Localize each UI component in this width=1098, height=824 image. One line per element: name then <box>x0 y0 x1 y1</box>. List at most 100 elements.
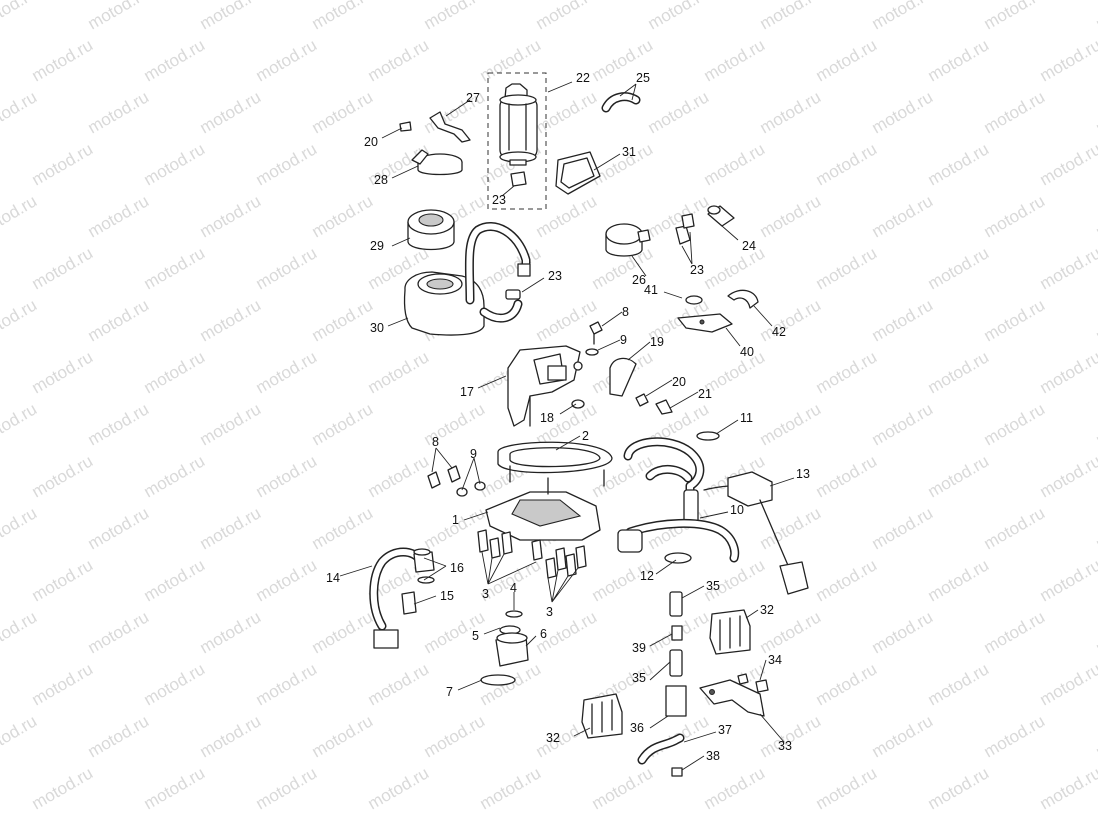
callout-3-right: 3 <box>546 605 553 619</box>
watermark-text: motod.ru <box>197 191 265 241</box>
watermark-text: motod.ru <box>365 659 433 709</box>
watermark-text: motod.ru <box>1093 711 1098 761</box>
watermark-text: motod.ru <box>29 35 97 85</box>
watermark-text: motod.ru <box>1037 659 1098 709</box>
watermark-text: motod.ru <box>309 0 377 33</box>
watermark-text: motod.ru <box>1037 451 1098 501</box>
watermark-text: motod.ru <box>869 191 937 241</box>
callout-31: 31 <box>622 145 636 159</box>
watermark-text: motod.ru <box>757 711 825 761</box>
watermark-text: motod.ru <box>757 503 825 553</box>
watermark-text: motod.ru <box>29 243 97 293</box>
watermark-text: motod.ru <box>253 555 321 605</box>
watermark-text: motod.ru <box>533 87 601 137</box>
callout-18: 18 <box>540 411 554 425</box>
callout-40: 40 <box>740 345 754 359</box>
callout-5: 5 <box>472 629 479 643</box>
watermark-text: motod.ru <box>813 243 881 293</box>
watermark-text: motod.ru <box>253 451 321 501</box>
callout-3-left: 3 <box>482 587 489 601</box>
plate-40 <box>677 289 759 333</box>
callout-20-upper: 20 <box>364 135 378 149</box>
watermark-text: motod.ru <box>197 295 265 345</box>
watermark-text: motod.ru <box>701 139 769 189</box>
watermark-text: motod.ru <box>869 607 937 657</box>
watermark-text: motod.ru <box>0 503 40 553</box>
watermark-text: motod.ru <box>981 711 1049 761</box>
harness-10 <box>617 437 753 563</box>
gasket-2 <box>497 441 613 487</box>
filter-26 <box>605 223 651 257</box>
watermark-text: motod.ru <box>981 0 1049 33</box>
watermark-text: motod.ru <box>981 295 1049 345</box>
watermark-text: motod.ru <box>197 0 265 33</box>
watermark-text: motod.ru <box>141 763 209 813</box>
watermark-text: motod.ru <box>309 191 377 241</box>
callout-labels: 1 2 3 3 4 5 6 7 8 8 9 9 10 11 12 13 14 1… <box>326 71 810 763</box>
callout-32-upper: 32 <box>760 603 774 617</box>
watermark-text: motod.ru <box>141 555 209 605</box>
watermark-text: motod.ru <box>29 555 97 605</box>
leader-lines <box>339 81 795 771</box>
callout-35-upper: 35 <box>706 579 720 593</box>
watermark-text: motod.ru <box>365 763 433 813</box>
watermark-text: motod.ru <box>981 607 1049 657</box>
watermark-text: motod.ru <box>925 451 993 501</box>
bracket-17 <box>507 345 583 427</box>
callout-10: 10 <box>730 503 744 517</box>
watermark-text: motod.ru <box>253 139 321 189</box>
watermark-text: motod.ru <box>309 295 377 345</box>
small-hose-25 <box>601 92 641 113</box>
watermark-text: motod.ru <box>141 347 209 397</box>
callout-17: 17 <box>460 385 474 399</box>
watermark-text: motod.ru <box>1037 243 1098 293</box>
callout-25: 25 <box>636 71 650 85</box>
watermark-text: motod.ru <box>197 607 265 657</box>
watermark-text: motod.ru <box>981 399 1049 449</box>
watermark-text: motod.ru <box>365 451 433 501</box>
watermark-text: motod.ru <box>757 87 825 137</box>
watermark-text: motod.ru <box>253 35 321 85</box>
callout-4: 4 <box>510 581 517 595</box>
watermark-text: motod.ru <box>869 711 937 761</box>
callout-33: 33 <box>778 739 792 753</box>
watermark-text: motod.ru <box>0 295 40 345</box>
watermark-text: motod.ru <box>477 763 545 813</box>
watermark-text: motod.ru <box>533 0 601 33</box>
watermark-text: motod.ru <box>0 0 40 33</box>
callout-7: 7 <box>446 685 453 699</box>
watermark-text: motod.ru <box>1093 0 1098 33</box>
watermark-text: motod.ru <box>813 35 881 85</box>
watermark-text: motod.ru <box>813 451 881 501</box>
filter-cap-29 <box>407 209 455 251</box>
watermark-text: motod.ru <box>981 503 1049 553</box>
watermark-text: motod.ru <box>0 191 40 241</box>
vent-stack <box>637 591 687 777</box>
callout-24: 24 <box>742 239 756 253</box>
pump-flange-1 <box>485 477 601 541</box>
watermark-text: motod.ru <box>0 711 40 761</box>
callout-30: 30 <box>370 321 384 335</box>
callout-15: 15 <box>440 589 454 603</box>
callout-2: 2 <box>582 429 589 443</box>
hook-19 <box>609 357 637 397</box>
watermark-text: motod.ru <box>29 451 97 501</box>
watermark-text: motod.ru <box>925 763 993 813</box>
watermark-text: motod.ru <box>757 0 825 33</box>
callout-35-lower: 35 <box>632 671 646 685</box>
watermark-text: motod.ru <box>981 191 1049 241</box>
watermark-text: motod.ru <box>589 763 657 813</box>
watermark-text: motod.ru <box>1093 399 1098 449</box>
screws-3 <box>477 529 587 579</box>
watermark-text: motod.ru <box>141 139 209 189</box>
callout-23-pump: 23 <box>492 193 506 207</box>
watermark-text: motod.ru <box>197 711 265 761</box>
watermark-text: motod.ru <box>85 503 153 553</box>
pressure-regulator <box>480 610 529 686</box>
callout-27: 27 <box>466 91 480 105</box>
hose-14 <box>369 547 435 649</box>
watermark-text: motod.ru <box>925 347 993 397</box>
callout-23-reservoir: 23 <box>548 269 562 283</box>
